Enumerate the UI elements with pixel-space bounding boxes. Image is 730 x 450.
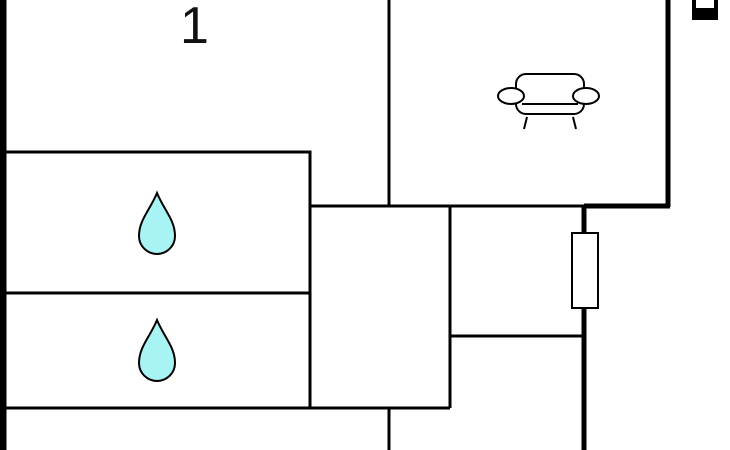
room-number-label: 1 bbox=[180, 0, 209, 55]
water-drop-icon bbox=[137, 317, 177, 382]
fireplace-icon bbox=[692, 0, 718, 20]
sofa-icon bbox=[497, 73, 600, 130]
radiator-icon bbox=[571, 232, 599, 309]
water-drop-icon bbox=[137, 190, 177, 255]
